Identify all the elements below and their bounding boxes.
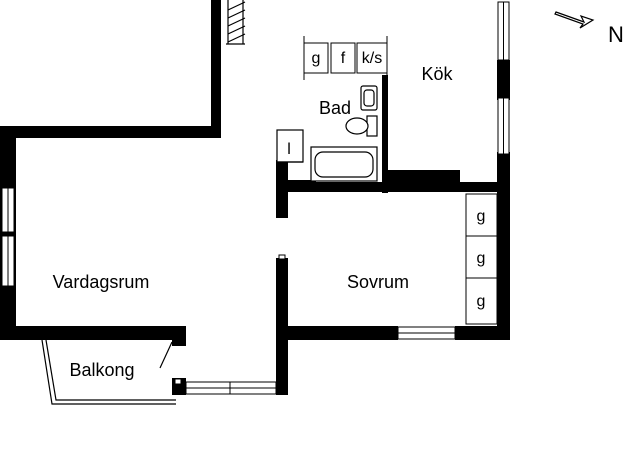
closet-f	[330, 42, 356, 74]
wall-top-left-vertical	[211, 0, 221, 138]
wall-balcony-window-end-right	[276, 380, 288, 395]
room-label-kok: Kök	[421, 64, 453, 84]
closet-l	[276, 129, 304, 163]
door-jambs	[174, 254, 286, 385]
wardrobe-3	[465, 277, 498, 325]
wall-top-left-horizontal	[0, 126, 221, 138]
wardrobe-2	[465, 235, 498, 279]
wardrobe-2-label: g	[477, 250, 486, 267]
closet-ks	[356, 42, 388, 74]
wall-bedroom-south	[276, 326, 398, 340]
room-label-vardagsrum: Vardagsrum	[53, 272, 150, 292]
room-label-balkong: Balkong	[69, 360, 134, 380]
wardrobe-1	[465, 193, 498, 237]
wall-living-west	[0, 126, 16, 340]
room-label-sovrum: Sovrum	[347, 272, 409, 292]
windows	[1, 1, 510, 395]
walls	[0, 0, 510, 395]
bedroom-wardrobes	[465, 193, 498, 325]
wall-living-south	[0, 326, 186, 340]
wardrobe-3-label: g	[477, 293, 486, 310]
wall-east-bedroom	[497, 182, 510, 340]
kitchen-closets	[303, 36, 388, 80]
closet-f-label: f	[341, 50, 346, 67]
wall-east-upper	[497, 60, 510, 100]
bathroom-fixtures	[276, 85, 378, 182]
toilet-bowl	[345, 117, 369, 135]
closet-g-top-label: g	[312, 50, 321, 67]
room-label-bad: Bad	[319, 98, 351, 118]
compass-label: N	[608, 22, 624, 47]
wall-bath-east	[382, 75, 388, 193]
stair-element	[226, 0, 246, 45]
closet-l-label: l	[287, 141, 291, 158]
wall-bedroom-south-east	[455, 326, 510, 340]
balcony-outline	[41, 339, 176, 405]
wall-bedroom-north	[288, 182, 510, 192]
closet-g-top	[303, 42, 329, 74]
wardrobe-1-label: g	[477, 208, 486, 225]
closet-ks-label: k/s	[362, 50, 382, 67]
north-arrow-icon	[554, 11, 595, 29]
wall-balcony-stub	[172, 326, 186, 346]
